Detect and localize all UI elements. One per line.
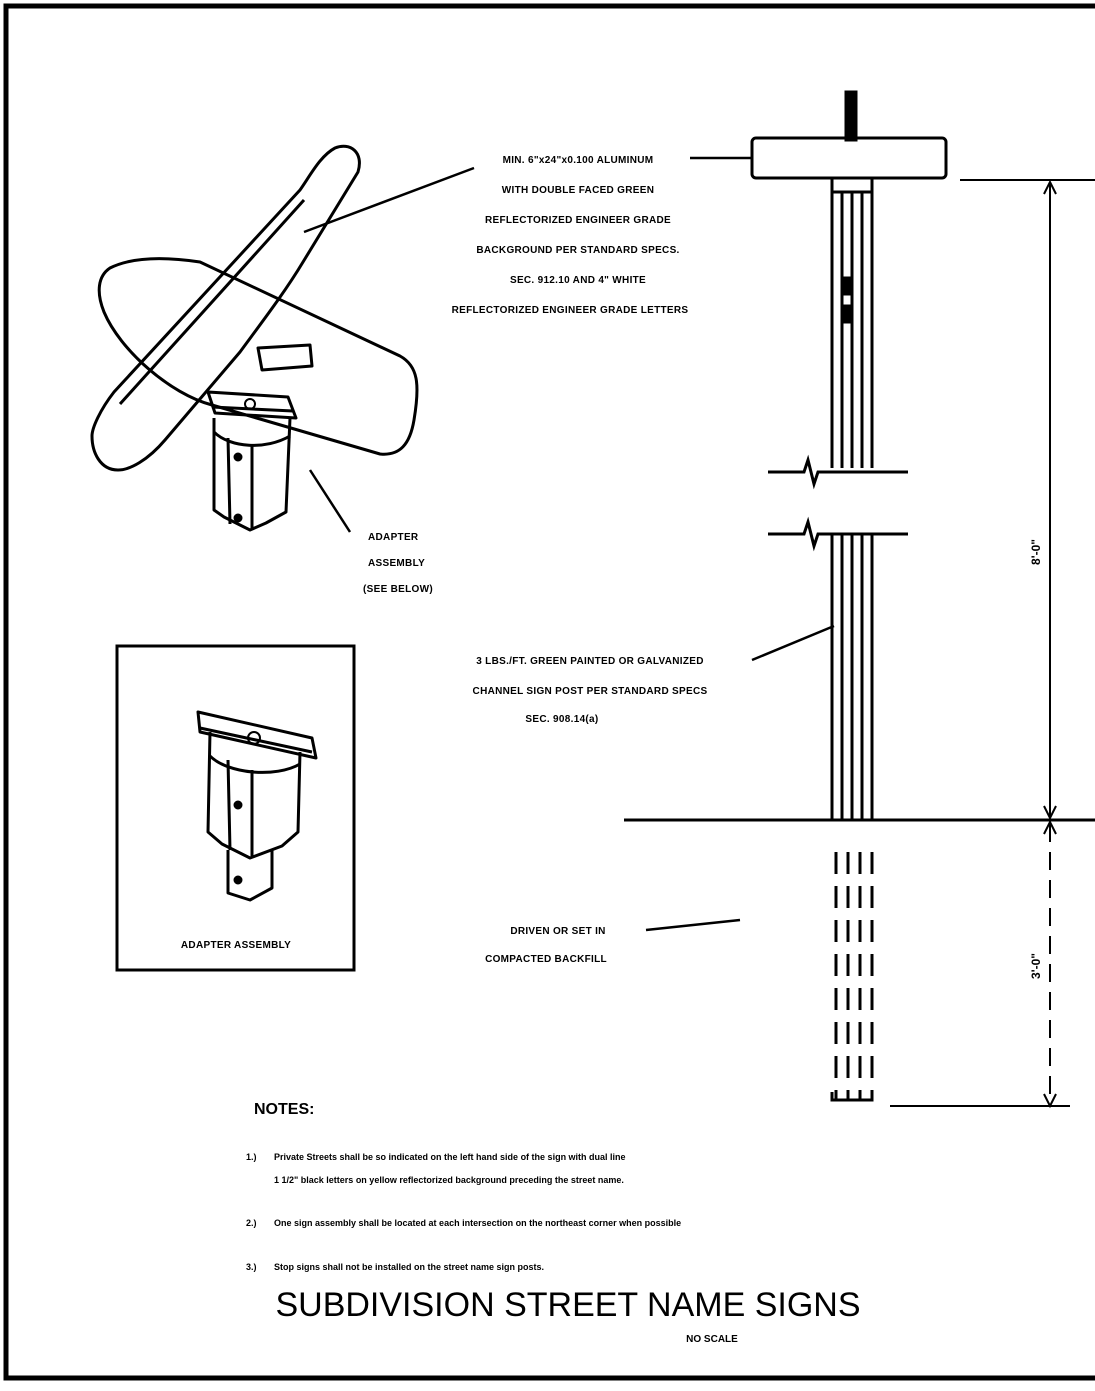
post-callout-line-3: SEC. 908.14(a)	[525, 714, 598, 725]
detail-body-rim	[208, 754, 301, 774]
detail-cap-shadow	[199, 726, 313, 754]
adapter-hole-2	[233, 513, 243, 523]
cap-bolt	[244, 398, 256, 410]
post-slot-2	[841, 304, 853, 324]
backfill-callout-line-2: COMPACTED BACKFILL	[485, 954, 607, 965]
sign-blade-leader	[303, 166, 475, 234]
adapter-detail-box	[115, 644, 356, 972]
backfill-callout-line-1: DRIVEN OR SET IN	[510, 926, 605, 937]
sign-blade-callout-line-5: SEC. 912.10 AND 4" WHITE	[510, 275, 646, 286]
bracket-tab	[256, 343, 314, 372]
sign-blade-front	[90, 144, 361, 472]
dim-arrow-ground-up	[1043, 805, 1057, 821]
adapter-detail-drawing	[196, 710, 318, 902]
detail-hole-1	[233, 800, 243, 810]
sign-blade-back	[97, 257, 419, 456]
post-leader	[751, 624, 835, 662]
dimension-below-ground: 3'-0"	[1029, 953, 1043, 979]
scale-note: NO SCALE	[686, 1334, 738, 1345]
dim-arrow-top	[1043, 179, 1057, 195]
break-line-lower	[768, 516, 908, 552]
post-slot-1	[841, 276, 853, 296]
post-top-stub	[844, 90, 858, 142]
note-1-line-2: 1 1/2" black letters on yellow reflector…	[274, 1175, 624, 1185]
adapter-body-rim	[212, 430, 291, 447]
adapter-callout-line-2: ASSEMBLY	[368, 558, 425, 569]
detail-cap-bolt	[247, 731, 261, 745]
backfill-leader	[645, 918, 741, 932]
adapter-cap	[206, 390, 298, 420]
detail-lower	[226, 850, 274, 902]
detail-body	[206, 731, 302, 860]
sign-blade-callout-line-6: REFLECTORIZED ENGINEER GRADE LETTERS	[452, 305, 689, 316]
post-lower	[830, 534, 874, 820]
adapter-leader	[308, 469, 352, 533]
sign-blade-callout-line-1: MIN. 6"x24"x0.100 ALUMINUM	[503, 155, 654, 166]
detail-cap	[196, 710, 318, 760]
sign-blade-front-edge	[118, 198, 306, 406]
detail-hole-2	[233, 875, 243, 885]
sign-elevation	[624, 90, 1095, 1109]
note-3-line-1: Stop signs shall not be installed on the…	[274, 1262, 544, 1272]
dim-arrow-ground-down	[1043, 819, 1057, 835]
adapter-body	[212, 417, 292, 532]
post-upper	[830, 178, 874, 468]
adapter-detail-caption: ADAPTER ASSEMBLY	[181, 940, 291, 951]
adapter-body-face	[226, 437, 254, 530]
dim-arrow-bottom	[1043, 1093, 1057, 1109]
dimension-above-ground: 8'-0"	[1029, 539, 1043, 565]
post-callout-line-1: 3 LBS./FT. GREEN PAINTED OR GALVANIZED	[476, 656, 704, 667]
notes-heading: NOTES:	[254, 1101, 314, 1118]
sign-blade-callout-line-4: BACKGROUND PER STANDARD SPECS.	[476, 245, 679, 256]
note-1-line-1: Private Streets shall be so indicated on…	[274, 1152, 626, 1162]
sign-assembly-isometric	[90, 144, 419, 532]
sign-blade-callout-line-3: REFLECTORIZED ENGINEER GRADE	[485, 215, 671, 226]
note-1-number: 1.)	[246, 1152, 257, 1162]
drawing-title: SUBDIVISION STREET NAME SIGNS	[275, 1286, 860, 1324]
adapter-hole-1	[233, 452, 243, 462]
note-2-number: 2.)	[246, 1218, 257, 1228]
adapter-callout-line-1: ADAPTER	[368, 532, 419, 543]
sign-blade-end	[750, 136, 948, 180]
post-bottom	[830, 1092, 874, 1102]
note-2-line-1: One sign assembly shall be located at ea…	[274, 1218, 681, 1228]
detail-body-face	[226, 759, 254, 858]
sign-blade-callout-line-2: WITH DOUBLE FACED GREEN	[502, 185, 654, 196]
break-line-upper	[768, 454, 908, 490]
post-callout-line-2: CHANNEL SIGN POST PER STANDARD SPECS	[473, 686, 708, 697]
adapter-callout-line-3: (SEE BELOW)	[363, 584, 433, 595]
sheet-border	[3, 3, 1095, 1381]
post-buried	[834, 852, 874, 1100]
note-3-number: 3.)	[246, 1262, 257, 1272]
